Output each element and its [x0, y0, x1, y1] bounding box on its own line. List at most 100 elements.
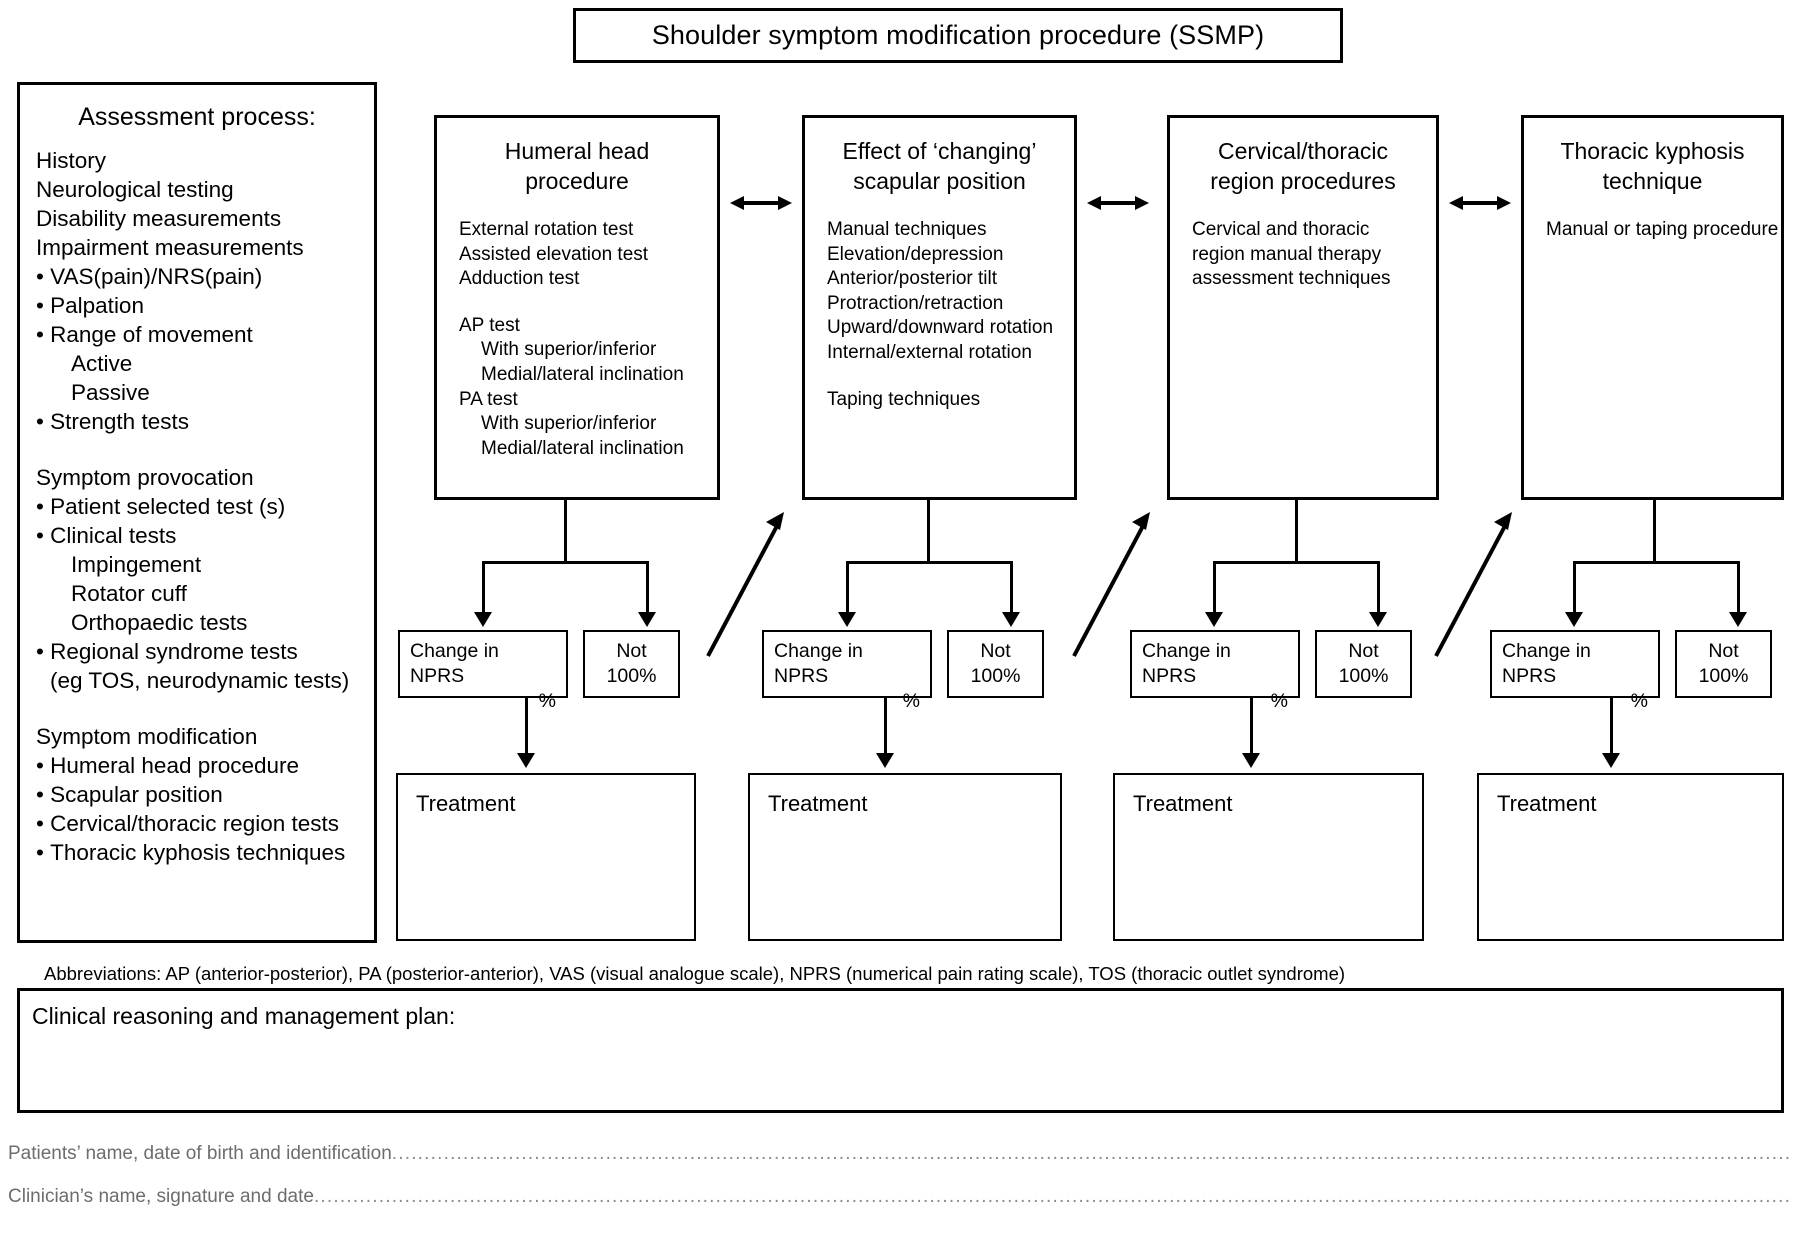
- connector-bar: [482, 561, 649, 564]
- arrow-head-icon: [1002, 612, 1020, 627]
- procedure-title-line: Cervical/thoracic: [1218, 138, 1388, 164]
- assessment-bullet-item: VAS(pain)/NRS(pain): [36, 262, 358, 291]
- arrow-head-icon: [474, 612, 492, 627]
- feedback-arrow-icon: [1434, 512, 1512, 657]
- procedure-body-line: Protraction/retraction: [827, 292, 1004, 314]
- outcome-change-label: Change in NPRS: [1142, 640, 1231, 687]
- assessment-bullet-item: Palpation: [36, 291, 358, 320]
- procedure-body-spacer: [827, 366, 1074, 388]
- procedure-title-line: technique: [1602, 168, 1703, 194]
- procedure-body-line: Assisted elevation test: [459, 243, 649, 265]
- outcome-not-label-line2: 100%: [1338, 665, 1389, 687]
- procedure-body-line: AP test: [459, 314, 520, 336]
- treatment-label: Treatment: [1497, 791, 1597, 816]
- procedure-body-line: With superior/inferior: [481, 413, 657, 435]
- assessment-item: Symptom provocation: [36, 465, 254, 490]
- assessment-item: Symptom modification: [36, 724, 258, 749]
- assessment-item: (eg TOS, neurodynamic tests): [50, 668, 350, 693]
- assessment-bullet-item: Thoracic kyphosis techniques: [36, 838, 358, 867]
- double-arrow-icon: [1087, 196, 1149, 210]
- procedure-body-line: PA test: [459, 388, 518, 410]
- connector-to-treatment: [884, 698, 887, 756]
- procedure-body-line: External rotation test: [459, 219, 634, 240]
- clinical-reasoning-box[interactable]: Clinical reasoning and management plan:: [17, 988, 1784, 1113]
- connector-stem: [564, 500, 567, 561]
- procedure-title-line: procedure: [525, 168, 629, 194]
- treatment-label: Treatment: [768, 791, 868, 816]
- outcome-not-label-line2: 100%: [606, 665, 657, 687]
- arrow-head-icon: [1565, 612, 1583, 627]
- arrow-head-icon: [1242, 753, 1260, 768]
- procedure-box-scapular-position: Effect of ‘changing’scapular position Ma…: [802, 115, 1077, 500]
- procedure-body-line: Adduction test: [459, 268, 580, 290]
- outcome-change-label: Change in NPRS: [774, 640, 863, 687]
- connector-drop-right: [1377, 561, 1380, 615]
- patient-identification-line[interactable]: Patients’ name, date of birth and identi…: [8, 1143, 1792, 1165]
- procedure-body-line: region manual therapy: [1192, 243, 1382, 265]
- assessment-bullet-item: Cervical/thoracic region tests: [36, 809, 358, 838]
- procedure-title: Thoracic kyphosis technique: [1524, 136, 1781, 196]
- connector-drop-left: [482, 561, 485, 615]
- double-arrow-icon: [730, 196, 792, 210]
- procedure-body-line: With superior/inferior: [481, 339, 657, 361]
- connector-drop-right: [646, 561, 649, 615]
- outcome-percent-field[interactable]: %: [1630, 690, 1648, 712]
- connector-drop-left: [846, 561, 849, 615]
- assessment-bullet-item: Clinical tests: [36, 521, 358, 550]
- outcome-not-100-box[interactable]: Not 100%: [583, 630, 680, 698]
- outcome-not-label-line1: Not: [980, 640, 1011, 662]
- outcome-percent-field[interactable]: %: [902, 690, 920, 712]
- arrow-head-icon: [876, 753, 894, 768]
- outcome-not-label-line1: Not: [1708, 640, 1739, 662]
- outcome-change-nprs-box[interactable]: Change in NPRS %: [398, 630, 568, 712]
- outcome-not-100-box[interactable]: Not 100%: [1675, 630, 1772, 698]
- procedure-title-line: Effect of ‘changing’: [842, 138, 1037, 164]
- procedure-title-line: region procedures: [1210, 168, 1396, 194]
- outcome-not-100-box[interactable]: Not 100%: [947, 630, 1044, 698]
- assessment-item: Impairment measurements: [36, 235, 304, 260]
- outcome-change-label: Change in NPRS: [410, 640, 499, 687]
- outcome-change-nprs-box[interactable]: Change in NPRS %: [1130, 630, 1300, 712]
- treatment-box[interactable]: Treatment: [1477, 773, 1784, 941]
- outcome-change-nprs-box[interactable]: Change in NPRS %: [1490, 630, 1660, 712]
- clinician-signature-dots: ........................................…: [313, 1186, 1792, 1207]
- form-title-box: Shoulder symptom modification procedure …: [573, 8, 1343, 63]
- treatment-label: Treatment: [416, 791, 516, 816]
- double-arrow-icon: [1449, 196, 1511, 210]
- outcome-percent-field[interactable]: %: [538, 690, 556, 712]
- arrow-head-icon: [1602, 753, 1620, 768]
- assessment-process-heading: Assessment process:: [78, 103, 316, 131]
- treatment-box[interactable]: Treatment: [748, 773, 1062, 941]
- outcome-not-100-box[interactable]: Not 100%: [1315, 630, 1412, 698]
- assessment-sub-item: Active: [71, 351, 133, 376]
- connector-bar: [1573, 561, 1740, 564]
- procedure-box-thoracic-kyphosis: Thoracic kyphosis technique Manual or tap…: [1521, 115, 1784, 500]
- outcome-percent-field[interactable]: %: [1270, 690, 1288, 712]
- connector-bar: [1213, 561, 1380, 564]
- arrow-head-icon: [517, 753, 535, 768]
- procedure-title-line: Thoracic kyphosis: [1560, 138, 1745, 164]
- connector-drop-right: [1737, 561, 1740, 615]
- connector-stem: [1653, 500, 1656, 561]
- arrow-head-icon: [1369, 612, 1387, 627]
- abbreviations-note: Abbreviations: AP (anterior-posterior), …: [44, 963, 1346, 984]
- arrow-head-icon: [1205, 612, 1223, 627]
- treatment-box[interactable]: Treatment: [1113, 773, 1424, 941]
- procedure-body-line: Manual techniques: [827, 219, 987, 240]
- patient-identification-dots: ........................................…: [391, 1143, 1792, 1164]
- arrow-head-icon: [638, 612, 656, 627]
- procedure-body: Manual or taping procedure: [1524, 218, 1781, 243]
- outcome-change-nprs-box[interactable]: Change in NPRS %: [762, 630, 932, 712]
- connector-stem: [1295, 500, 1298, 561]
- outcome-change-label: Change in NPRS: [1502, 640, 1591, 687]
- procedure-body-line: Internal/external rotation: [827, 341, 1032, 363]
- treatment-box[interactable]: Treatment: [396, 773, 696, 941]
- assessment-item: Disability measurements: [36, 206, 282, 231]
- procedure-body-spacer: [459, 292, 717, 314]
- assessment-bullet-item: Humeral head procedure: [36, 751, 358, 780]
- arrow-head-icon: [1729, 612, 1747, 627]
- clinician-signature-line[interactable]: Clinician’s name, signature and date ...…: [8, 1186, 1792, 1208]
